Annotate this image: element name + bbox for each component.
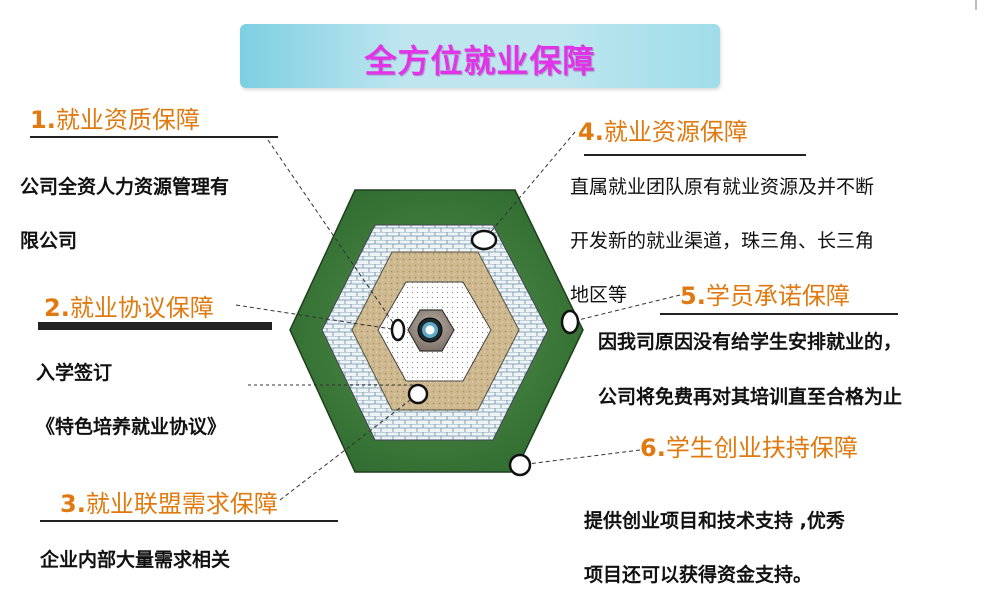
section-3-number: 3. bbox=[60, 490, 86, 518]
section-2-line-1: 入学签订 bbox=[36, 362, 113, 384]
section-2-number: 2. bbox=[44, 294, 70, 322]
section-4-number: 4. bbox=[578, 118, 604, 146]
section-6-heading: 6.学生创业扶持保障 bbox=[640, 428, 858, 463]
connector-3 bbox=[279, 393, 419, 501]
section-2-heading: 2.就业协议保障 bbox=[44, 288, 214, 323]
section-3-rule bbox=[40, 520, 338, 522]
section-6-number: 6. bbox=[640, 434, 666, 462]
section-2-rule bbox=[38, 322, 272, 330]
section-5-heading: 5.学员承诺保障 bbox=[680, 276, 850, 311]
section-5-line-2: 公司将免费再对其培训直至合格为止 bbox=[598, 386, 903, 408]
marker-4 bbox=[470, 229, 498, 251]
section-4-line-1: 直属就业团队原有就业资源及并不断 bbox=[570, 176, 875, 198]
section-2-title: 就业协议保障 bbox=[69, 294, 214, 322]
marker-5 bbox=[560, 309, 580, 335]
connector-4 bbox=[483, 131, 576, 241]
section-6-line-2: 项目还可以获得资金支持。 bbox=[584, 564, 813, 586]
section-4-rule bbox=[584, 154, 806, 156]
section-4-heading: 4.就业资源保障 bbox=[578, 112, 748, 147]
connector-2 bbox=[235, 304, 399, 331]
section-6-title: 学生创业扶持保障 bbox=[665, 434, 858, 462]
section-5-number: 5. bbox=[680, 282, 706, 310]
marker-6 bbox=[508, 453, 532, 477]
section-4-line-3: 地区等 bbox=[570, 284, 628, 306]
connector-5 bbox=[569, 294, 681, 323]
section-1-rule bbox=[30, 136, 278, 138]
corner-mark bbox=[975, 0, 977, 10]
title-banner bbox=[240, 24, 720, 88]
section-3-title: 就业联盟需求保障 bbox=[85, 490, 278, 518]
section-5-line-1: 因我司原因没有给学生安排就业的， bbox=[598, 331, 903, 353]
connector-6 bbox=[519, 449, 641, 466]
section-3-heading: 3.就业联盟需求保障 bbox=[60, 484, 278, 519]
section-1-line-1: 公司全资人力资源管理有 bbox=[20, 176, 230, 198]
section-2-line-2: 《特色培养就业协议》 bbox=[36, 416, 227, 438]
section-1-heading: 1.就业资质保障 bbox=[30, 100, 200, 135]
page-title: 全方位就业保障 bbox=[364, 42, 596, 80]
section-1-line-2: 限公司 bbox=[20, 230, 78, 252]
section-1-title: 就业资质保障 bbox=[55, 106, 200, 134]
core-ring-inner bbox=[425, 325, 435, 335]
section-4-title: 就业资源保障 bbox=[603, 118, 748, 146]
section-5-title: 学员承诺保障 bbox=[705, 282, 850, 310]
marker-3 bbox=[407, 383, 429, 405]
marker-2 bbox=[390, 318, 406, 342]
section-3-line-1: 企业内部大量需求相关 bbox=[40, 549, 231, 571]
section-5-rule bbox=[660, 313, 898, 315]
section-1-number: 1. bbox=[30, 106, 56, 134]
section-6-line-1: 提供创业项目和技术支持 ,优秀 bbox=[584, 510, 845, 532]
connector-1 bbox=[267, 139, 399, 331]
section-4-line-2: 开发新的就业渠道，珠三角、长三角 bbox=[570, 230, 875, 252]
